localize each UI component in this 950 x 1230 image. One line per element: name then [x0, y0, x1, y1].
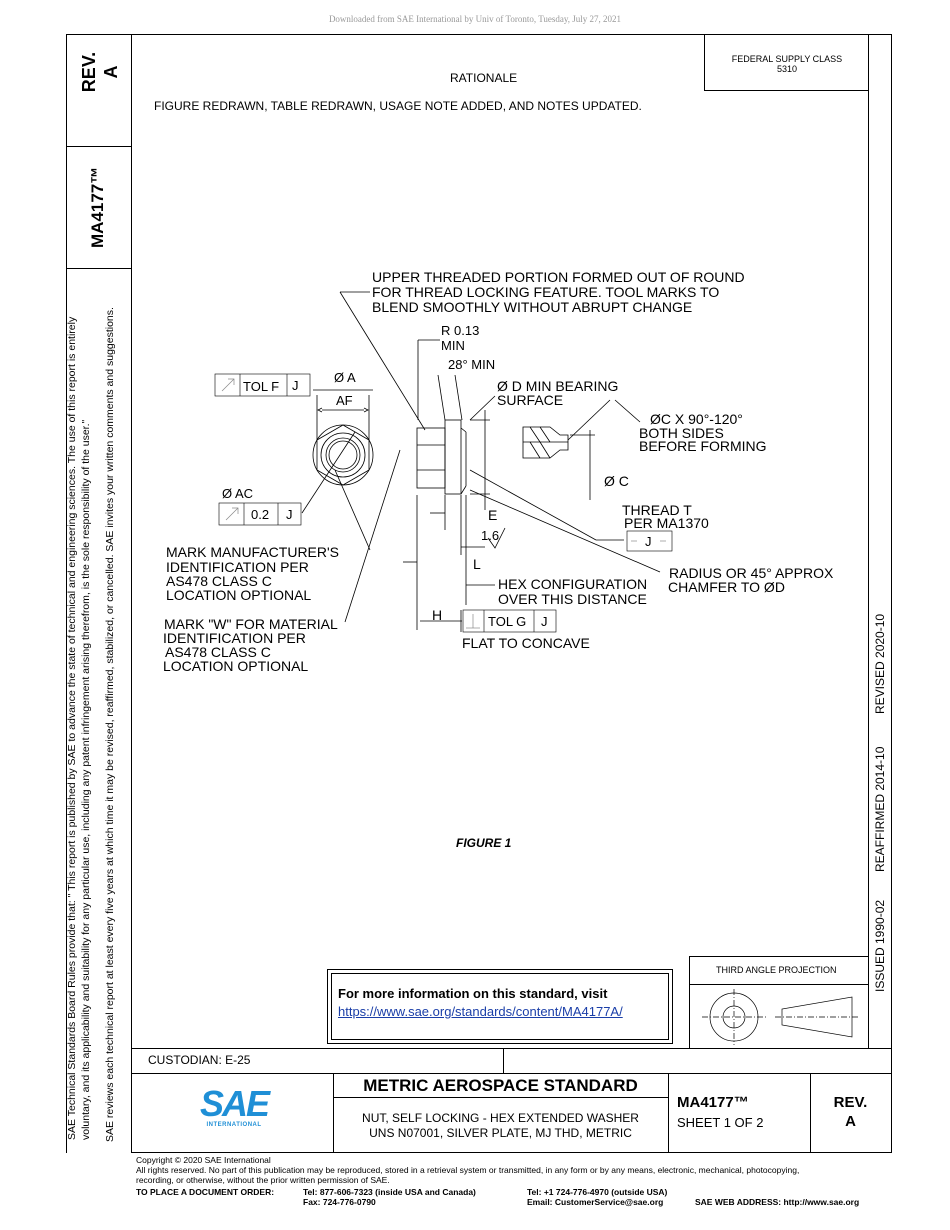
e-label: E [488, 507, 498, 523]
datum-j-3: J [645, 534, 652, 549]
tel-outside: Tel: +1 724-776-4970 (outside USA) [527, 1187, 668, 1197]
issued-date: ISSUED 1990-02 [873, 899, 887, 992]
email: Email: CustomerService@sae.org [527, 1197, 664, 1207]
rationale-text: FIGURE REDRAWN, TABLE REDRAWN, USAGE NOT… [154, 99, 642, 113]
frame-top [66, 34, 892, 35]
projection-top [689, 956, 869, 957]
nut-drawing [214, 291, 673, 633]
tb-title-underline [333, 1097, 668, 1098]
custodian-bottom [131, 1073, 892, 1074]
datum-j-1: J [292, 378, 299, 393]
projection-left [689, 956, 690, 1048]
datum-j-2: J [286, 507, 293, 522]
projection-mid [689, 984, 868, 985]
af-label: AF [336, 393, 353, 408]
title: METRIC AEROSPACE STANDARD [363, 1076, 638, 1095]
reaffirmed-date: REAFFIRMED 2014-10 [873, 746, 887, 872]
doc-id: MA4177™ [677, 1094, 749, 1111]
mark-mfr-4: LOCATION OPTIONAL [166, 587, 312, 603]
sae-logo: SAE INTERNATIONAL [198, 1083, 270, 1129]
thread-2: PER MA1370 [624, 515, 709, 531]
upper-note-2: FOR THREAD LOCKING FEATURE. TOOL MARKS T… [372, 284, 720, 300]
mark-w-4: LOCATION OPTIONAL [163, 658, 309, 674]
dia-d-2: SURFACE [497, 392, 564, 408]
rights-2: recording, or otherwise, without the pri… [136, 1175, 390, 1185]
mark-mfr-1: MARK MANUFACTURER'S [166, 544, 340, 560]
flat-concave: FLAT TO CONCAVE [462, 635, 590, 651]
order-label: TO PLACE A DOCUMENT ORDER: [136, 1187, 275, 1197]
dia-d-1: Ø D MIN BEARING [497, 378, 619, 394]
r-min-1: R 0.13 [441, 323, 480, 338]
datum-j-4: J [541, 614, 548, 629]
frame-right [891, 34, 892, 1153]
left-box-div1 [66, 146, 131, 147]
content-left [131, 34, 132, 1153]
subtitle-2: UNS N07001, SILVER PLATE, MJ THD, METRIC [369, 1126, 632, 1140]
info-link[interactable]: https://www.sae.org/standards/content/MA… [338, 1004, 623, 1019]
dia-c-x-2: BOTH SIDES [639, 425, 724, 441]
rev-label: REV. [833, 1094, 868, 1111]
radius-note-2: CHAMFER TO ØD [668, 579, 785, 595]
dia-c-x-1: ØC X 90°-120° [650, 411, 743, 427]
dia-c: Ø C [604, 473, 629, 489]
projection-label: THIRD ANGLE PROJECTION [716, 965, 837, 975]
thread-1: THREAD T [622, 502, 692, 518]
roughness-label: 1.6 [481, 528, 500, 543]
dia-a: Ø A [334, 370, 356, 385]
sae-logo-text: SAE [199, 1083, 270, 1124]
federal-supply-label: FEDERAL SUPPLY CLASS [731, 54, 843, 64]
mark-mfr-2: IDENTIFICATION PER [166, 559, 309, 575]
rationale-heading: RATIONALE [450, 71, 518, 85]
info-box: For more information on this standard, v… [327, 969, 673, 1044]
radius-note-1: RADIUS OR 45° APPROX [669, 565, 834, 581]
frame-bottom [131, 1152, 892, 1153]
web: SAE WEB ADDRESS: http://www.sae.org [695, 1197, 860, 1207]
projection-symbol [702, 989, 860, 1045]
hex-config-1: HEX CONFIGURATION [498, 576, 648, 592]
fax: Fax: 724-776-0790 [303, 1197, 376, 1207]
content-right [868, 34, 869, 1048]
tb-div2 [668, 1073, 669, 1152]
tol-g: TOL G [488, 614, 527, 629]
mark-mfr-3: AS478 CLASS C [166, 573, 272, 589]
l-label: L [473, 556, 481, 572]
federal-supply-box: FEDERAL SUPPLY CLASS 5310 [704, 34, 869, 91]
mark-w-2: IDENTIFICATION PER [163, 630, 306, 646]
sheet: SHEET 1 OF 2 [677, 1115, 764, 1130]
tb-div3 [810, 1073, 811, 1152]
subtitle-1: NUT, SELF LOCKING - HEX EXTENDED WASHER [362, 1111, 639, 1125]
mark-w-1: MARK "W" FOR MATERIAL [164, 616, 338, 632]
upper-note-3: BLEND SMOOTHLY WITHOUT ABRUPT CHANGE [372, 299, 693, 315]
mark-w-3: AS478 CLASS C [165, 644, 271, 660]
download-note: Downloaded from SAE International by Uni… [328, 14, 622, 24]
hex-config-2: OVER THIS DISTANCE [498, 591, 647, 607]
custodian-top [131, 1048, 892, 1049]
tol-f: TOL F [243, 379, 280, 394]
custodian: CUSTODIAN: E-25 [148, 1053, 251, 1067]
upper-note-1: UPPER THREADED PORTION FORMED OUT OF ROU… [372, 269, 745, 285]
rev-value: A [845, 1113, 856, 1130]
rights-1: All rights reserved. No part of this pub… [136, 1165, 800, 1175]
left-box-div2 [66, 268, 131, 269]
sae-logo-sub: INTERNATIONAL [206, 1122, 262, 1128]
copyright: Copyright © 2020 SAE International [136, 1155, 271, 1165]
info-text: For more information on this standard, v… [338, 986, 608, 1001]
runout-value: 0.2 [251, 507, 270, 522]
tel-usa: Tel: 877-606-7323 (inside USA and Canada… [303, 1187, 476, 1197]
tb-div1 [333, 1073, 334, 1152]
custodian-div [503, 1048, 504, 1073]
figure-caption: FIGURE 1 [456, 836, 512, 850]
frame-left [66, 34, 67, 1153]
dia-ac: Ø AC [222, 486, 254, 501]
h-label: H [432, 607, 443, 623]
dia-c-x-3: BEFORE FORMING [639, 438, 767, 454]
federal-supply-value: 5310 [776, 64, 798, 74]
angle-min: 28° MIN [448, 357, 496, 372]
r-min-2: MIN [441, 338, 465, 353]
